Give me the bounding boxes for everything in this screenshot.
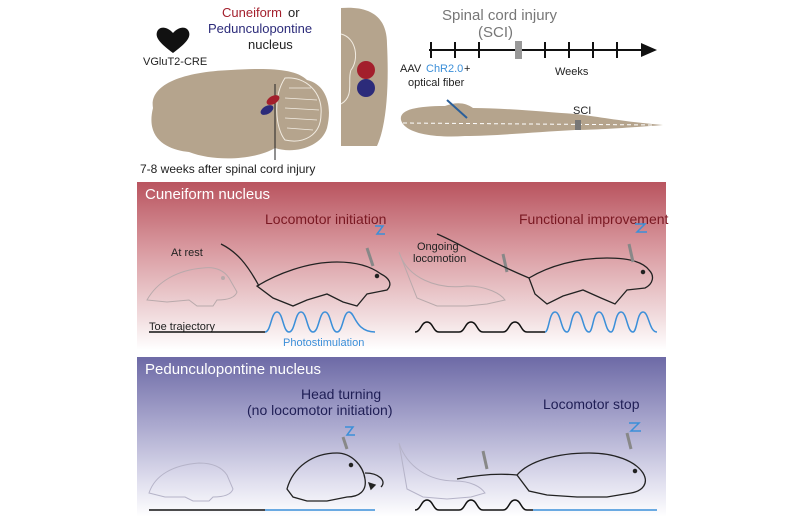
aav-suffix: + xyxy=(464,63,471,75)
ongoing-mouse xyxy=(398,251,506,307)
or-label: or xyxy=(288,5,300,20)
mouse-icon xyxy=(156,27,190,53)
ppn-ongoing-mouse xyxy=(398,442,486,500)
aav-construct: ChR2.0 xyxy=(426,63,464,75)
weeks-label: Weeks xyxy=(555,66,589,78)
ppn-panel: Pedunculopontine nucleus Head turning (n… xyxy=(137,357,666,517)
mouse-line-label: VGluT2-CRE xyxy=(143,56,208,68)
toe-trace-stim-1 xyxy=(264,311,376,333)
head-turn-label-2: (no locomotor initiation) xyxy=(247,402,393,418)
ppn-head-turn-mouse xyxy=(286,452,384,502)
improvement-mouse xyxy=(436,233,654,305)
cuneiform-label: Cuneiform xyxy=(222,5,282,20)
cuneiform-panel-title: Cuneiform nucleus xyxy=(145,186,271,203)
initiation-label: Locomotor initiation xyxy=(265,211,387,227)
ppn-toe-trace-ongoing xyxy=(414,499,533,511)
head-turn-label-1: Head turning xyxy=(301,386,382,402)
sci-mark-label: SCI xyxy=(573,105,592,117)
ppn-stop-mouse xyxy=(456,452,646,498)
toe-trace-stim-2 xyxy=(544,311,658,333)
ppn-resting-mouse xyxy=(148,462,234,502)
sci-abbrev: (SCI) xyxy=(478,24,513,41)
improvement-label: Functional improvement xyxy=(519,211,669,227)
timeline-axis xyxy=(429,41,657,59)
toe-trace-ongoing xyxy=(414,321,545,333)
sci-title: Spinal cord injury xyxy=(442,7,558,24)
ongoing-label-1: Ongoing xyxy=(417,241,459,253)
optical-fiber-label: optical fiber xyxy=(408,77,465,89)
aav-prefix: AAV xyxy=(400,63,422,75)
toe-trajectory-label: Toe trajectory xyxy=(149,321,216,333)
resting-mouse xyxy=(146,267,238,307)
initiation-mouse xyxy=(220,243,391,307)
stop-label: Locomotor stop xyxy=(543,396,640,412)
at-rest-label: At rest xyxy=(171,247,203,259)
cuneiform-drawings xyxy=(146,223,658,333)
photostimulation-label: Photostimulation xyxy=(283,337,365,349)
spinal-cord xyxy=(400,99,663,137)
brain-coronal xyxy=(340,7,388,147)
ppn-drawings xyxy=(148,422,657,511)
ppn-label: Pedunculopontine xyxy=(208,21,313,36)
ongoing-label-2: locomotion xyxy=(413,253,467,265)
timing-label: 7-8 weeks after spinal cord injury xyxy=(140,162,316,176)
brain-sagittal xyxy=(151,69,329,160)
nucleus-label: nucleus xyxy=(248,37,293,52)
cuneiform-panel: Cuneiform nucleus Locomotor initiation F… xyxy=(137,182,669,350)
ppn-panel-title: Pedunculopontine nucleus xyxy=(145,361,321,378)
